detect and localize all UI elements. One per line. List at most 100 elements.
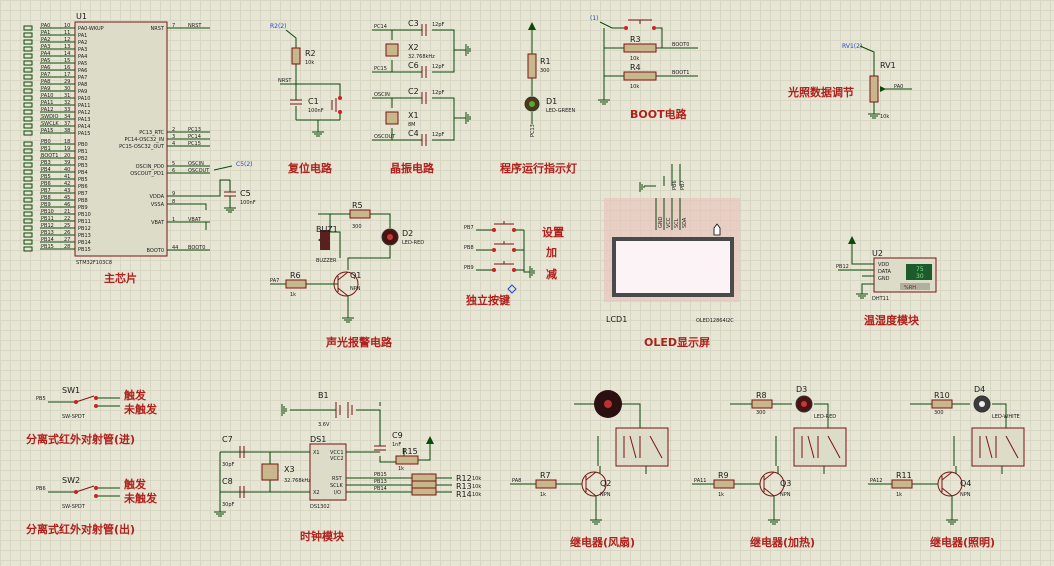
- mcu-left-pin-name: PA13: [78, 117, 90, 123]
- ds-pin-io: I/O: [334, 490, 341, 496]
- mcu-right-pin-num: 5: [172, 161, 175, 167]
- r5-resistor[interactable]: [349, 209, 371, 219]
- key-button-0[interactable]: [492, 221, 516, 232]
- ir-out-title: 分离式红外对射管(出): [26, 522, 135, 536]
- x2-crystal[interactable]: [385, 43, 399, 57]
- key-button-2[interactable]: [492, 261, 516, 272]
- r1-resistor[interactable]: [527, 53, 537, 79]
- mcu-right-pin-num: 44: [172, 245, 178, 251]
- c8-value: 30pF: [222, 502, 235, 508]
- r7-resistor[interactable]: [535, 479, 557, 489]
- indicator-circuit[interactable]: R1 300 D1 LED-GREEN PC13 程序运行指示灯: [500, 22, 577, 175]
- ir-out-switch[interactable]: SW2 SW-SPDT PB6 触发 未触发 分离式红外对射管(出): [26, 476, 158, 536]
- mcu-net-terminal: [23, 116, 33, 122]
- oled-pin-label: SCL: [674, 218, 680, 228]
- mcu-left-pin-name: PB1: [78, 149, 88, 155]
- mcu-left-pin-num: 25: [64, 223, 70, 229]
- boot-switch[interactable]: [624, 19, 656, 30]
- mcu-right-pin-num: 4: [172, 141, 175, 147]
- r3-resistor[interactable]: [623, 43, 657, 53]
- clock-module[interactable]: B1 3.6V C9 1nF R15 1k DS1 DS1302 X1 X2 V…: [214, 391, 481, 543]
- mcu-left-net: PA9: [41, 86, 50, 92]
- q4-transistor[interactable]: [937, 471, 963, 497]
- alarm-circuit[interactable]: BUZ1 BUZZER R5 300 D2 LED-RED R6 1k Q1 N…: [270, 201, 424, 349]
- sw1-net: PB5: [36, 396, 46, 402]
- x3-crystal[interactable]: [261, 463, 279, 481]
- mcu-left-pin-num: 13: [64, 44, 70, 50]
- reset-circuit[interactable]: R2(2) R2 10k NRST C1 100nF 复位电路: [270, 23, 342, 175]
- mcu-left-pin-name: PA14: [78, 124, 90, 130]
- r2-resistor[interactable]: [291, 47, 301, 65]
- heat-net: PA11: [694, 478, 706, 484]
- r11-resistor[interactable]: [891, 479, 913, 489]
- r14-resistor[interactable]: [411, 487, 437, 496]
- boot-circuit[interactable]: (1) R3 10k R4 10k BOOT0 BOOT1 BOOT电路: [590, 15, 698, 121]
- crystal-circuit[interactable]: PC14 PC15 C3 12pF X2 32.768kHz C6 12pF O…: [372, 19, 471, 175]
- mcu-right-net: PC13: [188, 127, 201, 133]
- mcu-left-pin-num: 28: [64, 244, 70, 250]
- mcu-left-net: SWDIO: [41, 114, 58, 120]
- q2-transistor[interactable]: [581, 471, 607, 497]
- fan-net: PA8: [512, 478, 521, 484]
- rv1-potentiometer[interactable]: [869, 75, 879, 103]
- light-net: PA0: [894, 84, 903, 90]
- reset-button[interactable]: [331, 96, 342, 114]
- oled-pin-label: VCC: [666, 217, 672, 228]
- mcu-left-pin-num: 21: [64, 209, 70, 215]
- light-title: 光照数据调节: [787, 85, 854, 99]
- b1-battery[interactable]: [335, 402, 353, 418]
- mcu-left-net: PB3: [41, 160, 51, 166]
- r6-resistor[interactable]: [285, 279, 307, 289]
- key-button-1[interactable]: [492, 241, 516, 252]
- r13-resistor[interactable]: [411, 480, 437, 489]
- dht-readout-top: 75: [916, 266, 924, 273]
- sw2-net: PB6: [36, 486, 46, 492]
- d1-value: LED-GREEN: [546, 108, 575, 114]
- x1-crystal[interactable]: [385, 111, 399, 125]
- mcu-left-pin-name: PB2: [78, 156, 88, 162]
- mcu-left-net: PA8: [41, 79, 50, 85]
- boot-probe: (1): [590, 15, 599, 22]
- r3-value: 10k: [630, 56, 639, 62]
- mcu-left-net: PA4: [41, 51, 50, 57]
- ds-pin-vcc1: VCC1: [330, 450, 344, 456]
- relay-light[interactable]: R10 300 D4 LED-WHITE PA12 R11 1k Q4 NPN …: [868, 385, 1025, 549]
- dht-badge[interactable]: [900, 283, 930, 290]
- relay-heat[interactable]: R8 300 D3 LED-RED PA11 R9 1k Q3 NPN 继电器(…: [692, 385, 847, 549]
- dht11-module[interactable]: U2 VDD DATA GND 75 30 %RH PB12 DHT11 温湿度…: [836, 236, 937, 327]
- oled-pin-label: GND: [658, 216, 664, 228]
- c5-capacitor[interactable]: C5 100nF: [224, 180, 256, 208]
- r8-value: 300: [756, 410, 766, 416]
- d3-ref: D3: [796, 385, 807, 394]
- r12-resistor[interactable]: [411, 473, 437, 482]
- mcu-left-pin-name: PA7: [78, 75, 87, 81]
- mcu-left-net: PB12: [41, 223, 54, 229]
- ir-in-switch[interactable]: SW1 SW-SPDT PB5 触发 未触发 分离式红外对射管(进): [26, 386, 158, 446]
- mcu-left-pin-name: PB10: [78, 212, 91, 218]
- light-circuit[interactable]: RV1(2) RV1 10k PA0 光照数据调节: [787, 43, 912, 120]
- mcu-left-net: PB9: [41, 202, 51, 208]
- r4-resistor[interactable]: [623, 71, 657, 81]
- q4-value: NPN: [960, 492, 971, 498]
- mcu-left-net: PA12: [41, 107, 53, 113]
- r15-resistor[interactable]: [395, 455, 419, 465]
- mcu-left-pin-num: 14: [64, 51, 70, 57]
- mcu-left-pin-name: PA6: [78, 68, 87, 74]
- mcu-right-net: BOOT0: [188, 245, 205, 251]
- buzzer[interactable]: [318, 230, 330, 250]
- light-relay-net: PA12: [870, 478, 882, 484]
- mcu-net-terminal: [23, 39, 33, 45]
- mcu-left-net: PA10: [41, 93, 53, 99]
- r10-resistor[interactable]: [931, 399, 953, 409]
- relay-fan[interactable]: PA8 R7 1k Q2 NPN 继电器(风扇): [510, 390, 669, 549]
- mcu-net-terminal: [23, 123, 33, 129]
- r4-ref: R4: [630, 63, 641, 72]
- q3-transistor[interactable]: [759, 471, 785, 497]
- mcu-right-pin-name: PC13_RTC: [139, 130, 164, 136]
- r9-resistor[interactable]: [713, 479, 735, 489]
- r8-resistor[interactable]: [751, 399, 773, 409]
